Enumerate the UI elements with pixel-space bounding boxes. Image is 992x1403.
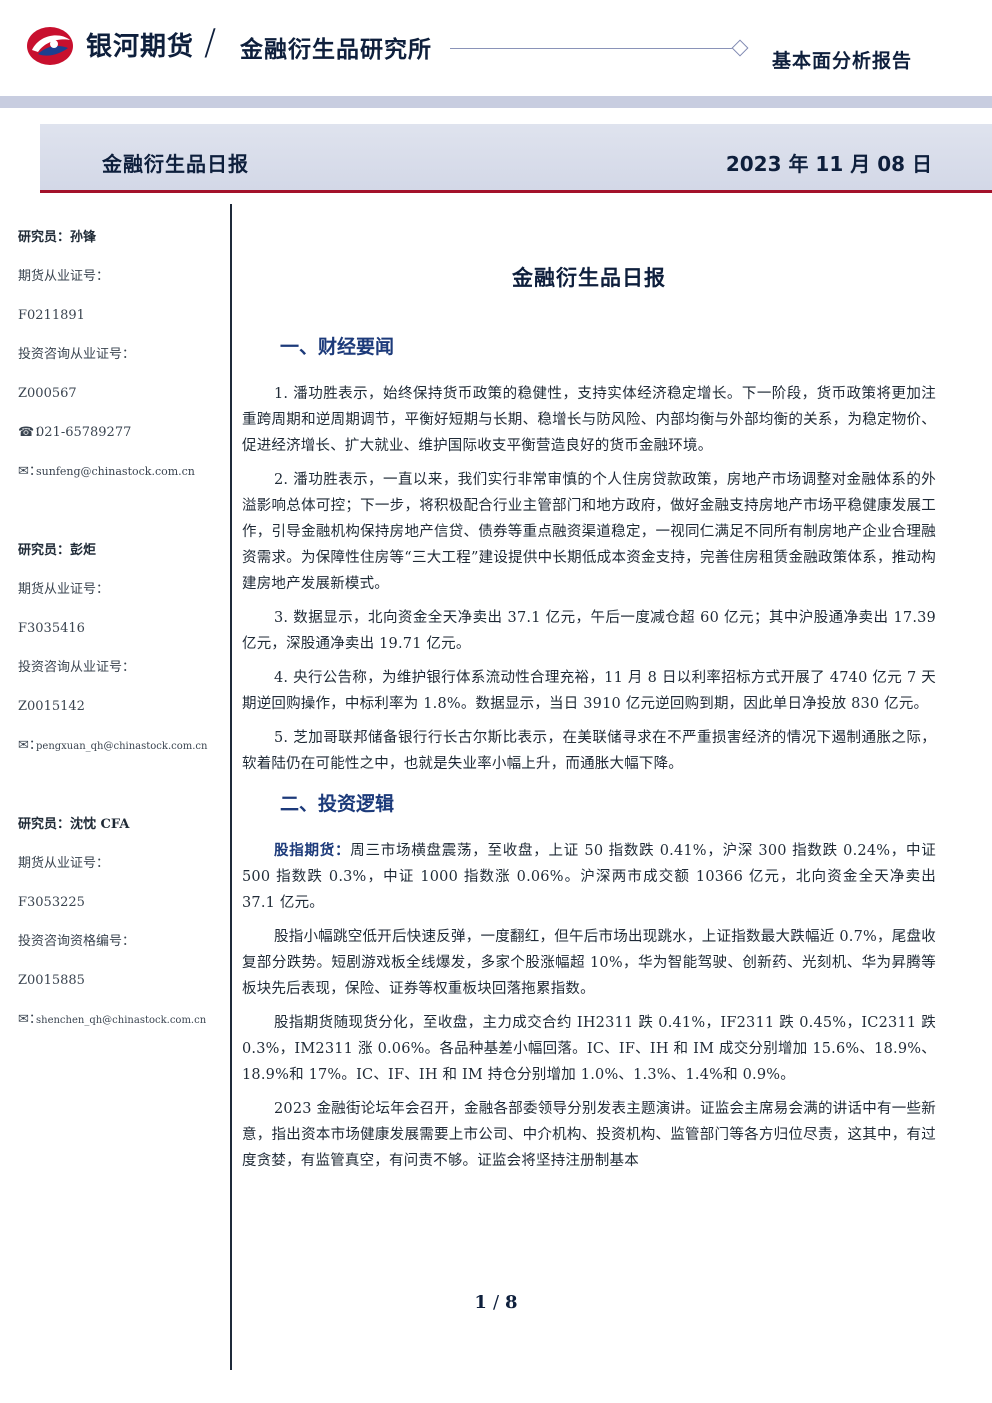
- total-pages: 8: [505, 1292, 518, 1313]
- section-heading-logic: 二、投资逻辑: [280, 793, 395, 815]
- report-body: 金融衍生品日报 一、财经要闻 1. 潘功胜表示，始终保持货币政策的稳健性，支持实…: [242, 262, 936, 1182]
- logic-paragraph: 股指小幅跳空低开后快速反弹，一度翻红，但午后市场出现跳水，上证指数最大跌幅近 0…: [242, 929, 936, 997]
- logic-paragraph: 股指期货：周三市场横盘震荡，至收盘，上证 50 指数跌 0.41%，沪深 300…: [242, 838, 936, 916]
- license-number: F0211891: [18, 308, 85, 323]
- email-link[interactable]: sunfeng@chinastock.com.cn: [36, 465, 195, 478]
- institute-name: 金融衍生品研究所: [240, 37, 432, 63]
- consult-label: 投资咨询资格编号：: [18, 934, 136, 949]
- email-link[interactable]: pengxuan_qh@chinastock.com.cn: [36, 741, 208, 752]
- header-divider: /: [204, 22, 217, 63]
- galaxy-logo-icon: [27, 27, 73, 65]
- title-bar: 金融衍生品日报 2023 年 11 月 08 日: [40, 124, 992, 193]
- mail-icon: ✉：: [18, 738, 42, 753]
- consult-number: Z000567: [18, 386, 77, 401]
- license-label: 期货从业证号：: [18, 582, 110, 597]
- page-number: 1/8: [0, 1292, 992, 1313]
- logic-paragraph: 股指期货随现货分化，至收盘，主力成交合约 IH2311 跌 0.41%，IF23…: [242, 1015, 936, 1083]
- email-row: ✉：shenchen_qh@chinastock.com.cn: [18, 1010, 230, 1049]
- phone-number: 021-65789277: [36, 425, 132, 440]
- analyst-name: 研究员：孙锋: [18, 230, 97, 245]
- report-date: 2023 年 11 月 08 日: [725, 152, 932, 176]
- brand-name: 银河期货: [86, 32, 195, 62]
- diamond-icon: [731, 39, 749, 57]
- document-title: 金融衍生品日报: [512, 266, 666, 290]
- license-number: F3053225: [18, 895, 85, 910]
- paragraph-text: 周三市场横盘震荡，至收盘，上证 50 指数跌 0.41%，沪深 300 指数跌 …: [242, 843, 937, 911]
- analyst-name: 研究员：彭炬: [18, 543, 97, 558]
- page-separator: /: [492, 1292, 500, 1313]
- analyst-card: 研究员：彭炬 期货从业证号： F3035416 投资咨询从业证号： Z00151…: [18, 541, 230, 775]
- header-decorative-line: [450, 48, 732, 49]
- sidebar-divider: [230, 204, 232, 1370]
- consult-label: 投资咨询从业证号：: [18, 660, 136, 675]
- mail-icon: ✉：: [18, 1012, 42, 1027]
- news-paragraph: 1. 潘功胜表示，始终保持货币政策的稳健性，支持实体经济稳定增长。下一阶段，货币…: [242, 386, 936, 454]
- analyst-card: 研究员：沈忱 CFA 期货从业证号： F3053225 投资咨询资格编号： Z0…: [18, 815, 230, 1049]
- report-name: 金融衍生品日报: [102, 152, 249, 176]
- news-paragraph: 3. 数据显示，北向资金全天净卖出 37.1 亿元，午后一度减仓超 60 亿元；…: [242, 610, 936, 652]
- section-heading-news: 一、财经要闻: [280, 336, 395, 358]
- news-paragraph: 5. 芝加哥联邦储备银行行长古尔斯比表示，在美联储寻求在不严重损害经济的情况下遏…: [242, 730, 936, 772]
- header-band: [0, 96, 992, 108]
- current-page: 1: [474, 1292, 487, 1313]
- paragraph-lead: 股指期货：: [274, 843, 351, 859]
- mail-icon: ✉：: [18, 464, 42, 479]
- news-paragraph: 4. 央行公告称，为维护银行体系流动性合理充裕，11 月 8 日以利率招标方式开…: [242, 670, 936, 712]
- report-type: 基本面分析报告: [772, 50, 913, 72]
- email-link[interactable]: shenchen_qh@chinastock.com.cn: [36, 1015, 207, 1026]
- analyst-card: 研究员：孙锋 期货从业证号： F0211891 投资咨询从业证号： Z00056…: [18, 228, 230, 501]
- consult-number: Z0015142: [18, 699, 85, 714]
- news-paragraph: 2. 潘功胜表示，一直以来，我们实行非常审慎的个人住房贷款政策，房地产市场调整对…: [242, 472, 936, 592]
- phone-row: ☎：021-65789277: [18, 423, 230, 462]
- analyst-sidebar: 研究员：孙锋 期货从业证号： F0211891 投资咨询从业证号： Z00056…: [18, 228, 230, 1089]
- analyst-name: 研究员：沈忱 CFA: [18, 817, 130, 832]
- email-row: ✉：sunfeng@chinastock.com.cn: [18, 462, 230, 501]
- email-row: ✉：pengxuan_qh@chinastock.com.cn: [18, 736, 230, 775]
- consult-number: Z0015885: [18, 973, 85, 988]
- license-label: 期货从业证号：: [18, 269, 110, 284]
- consult-label: 投资咨询从业证号：: [18, 347, 136, 362]
- license-number: F3035416: [18, 621, 85, 636]
- phone-icon: ☎：: [18, 425, 48, 440]
- license-label: 期货从业证号：: [18, 856, 110, 871]
- logic-paragraph: 2023 金融街论坛年会召开，金融各部委领导分别发表主题演讲。证监会主席易会满的…: [242, 1101, 936, 1169]
